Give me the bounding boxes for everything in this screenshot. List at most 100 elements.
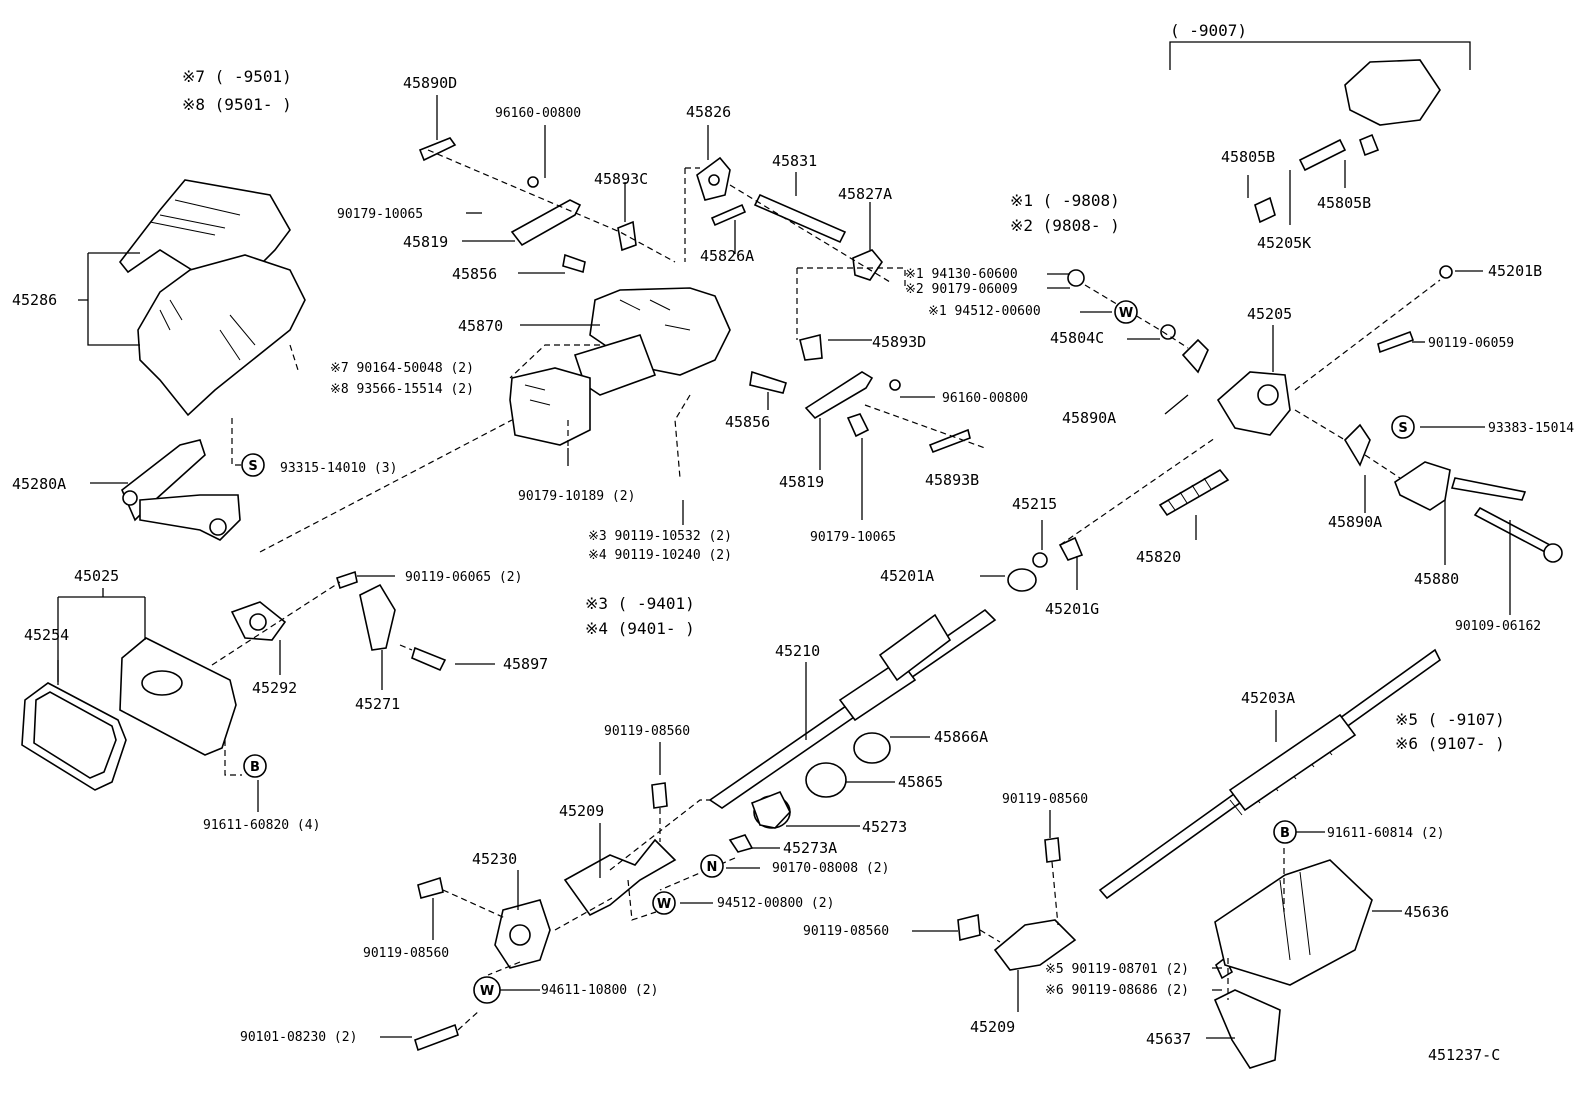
note-4-range: ※4 (9401- ) (585, 619, 695, 638)
svg-text:W: W (657, 897, 671, 912)
label-45880: 45880 (1414, 570, 1459, 588)
label-45025: 45025 (74, 567, 119, 585)
symbol-b-91611-60814: B (1273, 820, 1297, 844)
svg-text:B: B (250, 760, 260, 775)
label-45209-a: 45209 (559, 802, 604, 820)
label-93315-14010: 93315-14010 (3) (280, 461, 397, 476)
label-90164-50048: ※7 90164-50048 (2) (330, 361, 474, 376)
label-45827A: 45827A (838, 185, 892, 203)
label-45286: 45286 (12, 291, 57, 309)
note-3-range: ※3 ( -9401) (585, 594, 695, 613)
label-45856-b: 45856 (725, 413, 770, 431)
top-bracket-range: ( -9007) (1170, 21, 1247, 40)
label-45870: 45870 (458, 317, 503, 335)
label-45205: 45205 (1247, 305, 1292, 323)
label-90119-08560-d: 90119-08560 (803, 924, 889, 939)
label-90179-06009: ※2 90179-06009 (905, 282, 1018, 297)
symbol-s-93383: S (1391, 415, 1415, 439)
note-2-range: ※2 (9808- ) (1010, 216, 1120, 235)
label-45203A: 45203A (1241, 689, 1295, 707)
label-45856-a: 45856 (452, 265, 497, 283)
label-45866A: 45866A (934, 728, 988, 746)
label-45637: 45637 (1146, 1030, 1191, 1048)
label-90119-10532: ※3 90119-10532 (2) (588, 529, 732, 544)
label-90179-10189: 90179-10189 (2) (518, 489, 635, 504)
label-90119-08686: ※6 90119-08686 (2) (1045, 983, 1189, 998)
note-6-range: ※6 (9107- ) (1395, 734, 1505, 753)
bracket-45280A-drawing (121, 439, 241, 541)
label-45201A: 45201A (880, 567, 934, 585)
label-45893B: 45893B (925, 471, 979, 489)
label-45890A-b: 45890A (1328, 513, 1382, 531)
label-45865: 45865 (898, 773, 943, 791)
label-94611-10800: 94611-10800 (2) (541, 983, 658, 998)
label-90119-10240: ※4 90119-10240 (2) (588, 548, 732, 563)
symbol-w-94512-00800: W (652, 891, 676, 915)
label-45205K: 45205K (1257, 234, 1311, 252)
label-45897: 45897 (503, 655, 548, 673)
label-45215: 45215 (1012, 495, 1057, 513)
svg-text:S: S (248, 459, 257, 474)
label-45819-a: 45819 (403, 233, 448, 251)
column-tube-45870-drawing (509, 287, 731, 446)
label-45820: 45820 (1136, 548, 1181, 566)
label-90119-06059: 90119-06059 (1428, 336, 1514, 351)
label-90119-08560-b: 90119-08560 (363, 946, 449, 961)
label-45804C: 45804C (1050, 329, 1104, 347)
label-90179-10065-b: 90179-10065 (810, 530, 896, 545)
label-90119-06065: 90119-06065 (2) (405, 570, 522, 585)
label-45890D: 45890D (403, 74, 457, 92)
label-93566-15514: ※8 93566-15514 (2) (330, 382, 474, 397)
label-90119-08560-a: 90119-08560 (604, 724, 690, 739)
label-94130-60600: ※1 94130-60600 (905, 267, 1018, 282)
svg-text:W: W (1119, 306, 1133, 321)
label-45209-b: 45209 (970, 1018, 1015, 1036)
label-45271: 45271 (355, 695, 400, 713)
diagram-id: 451237-C (1428, 1046, 1500, 1064)
label-45230: 45230 (472, 850, 517, 868)
label-91611-60814: 91611-60814 (2) (1327, 826, 1444, 841)
svg-text:W: W (480, 984, 494, 999)
column-cover-drawing (118, 179, 306, 417)
symbol-b-91611-60820: B (243, 754, 267, 778)
svg-text:B: B (1280, 826, 1290, 841)
label-45201G: 45201G (1045, 600, 1099, 618)
label-45826A: 45826A (700, 247, 754, 265)
part-drawings (21, 59, 1563, 1069)
label-45210: 45210 (775, 642, 820, 660)
label-45805B-a: 45805B (1221, 148, 1275, 166)
symbol-s-93315: S (241, 453, 265, 477)
label-94512-00600: ※1 94512-00600 (928, 304, 1041, 319)
symbol-w-94512-00600: W (1114, 300, 1138, 324)
label-45636: 45636 (1404, 903, 1449, 921)
label-45254: 45254 (24, 626, 69, 644)
label-45819-b: 45819 (779, 473, 824, 491)
label-90101-08230: 90101-08230 (2) (240, 1030, 357, 1045)
label-96160-00800-a: 96160-00800 (495, 106, 581, 121)
label-45273: 45273 (862, 818, 907, 836)
leader-lines (57, 41, 1511, 1039)
note-1-range: ※1 ( -9808) (1010, 191, 1120, 210)
label-94512-00800: 94512-00800 (2) (717, 896, 834, 911)
symbol-n-90170: N (700, 854, 724, 878)
label-45805B-b: 45805B (1317, 194, 1371, 212)
symbol-w-94611: W (473, 976, 501, 1004)
label-45280A: 45280A (12, 475, 66, 493)
label-90170-08008: 90170-08008 (2) (772, 861, 889, 876)
lever-plate-upper-drawing (510, 199, 582, 247)
label-45201B: 45201B (1488, 262, 1542, 280)
label-45292: 45292 (252, 679, 297, 697)
label-96160-00800-b: 96160-00800 (942, 391, 1028, 406)
part-labels: 45890D 96160-00800 45826 45893C 45831 45… (12, 74, 1574, 1048)
range-notes: ※7 ( -9501) ※8 (9501- ) ※1 ( -9808) ※2 (… (182, 21, 1505, 1064)
label-45893D: 45893D (872, 333, 926, 351)
label-45273A: 45273A (783, 839, 837, 857)
label-90179-10065-a: 90179-10065 (337, 207, 423, 222)
label-90119-08701: ※5 90119-08701 (2) (1045, 962, 1189, 977)
label-45831: 45831 (772, 152, 817, 170)
label-45890A-a: 45890A (1062, 409, 1116, 427)
symbol-markers: S W S B N W W B (241, 300, 1415, 1004)
label-45826: 45826 (686, 103, 731, 121)
label-45893C: 45893C (594, 170, 648, 188)
